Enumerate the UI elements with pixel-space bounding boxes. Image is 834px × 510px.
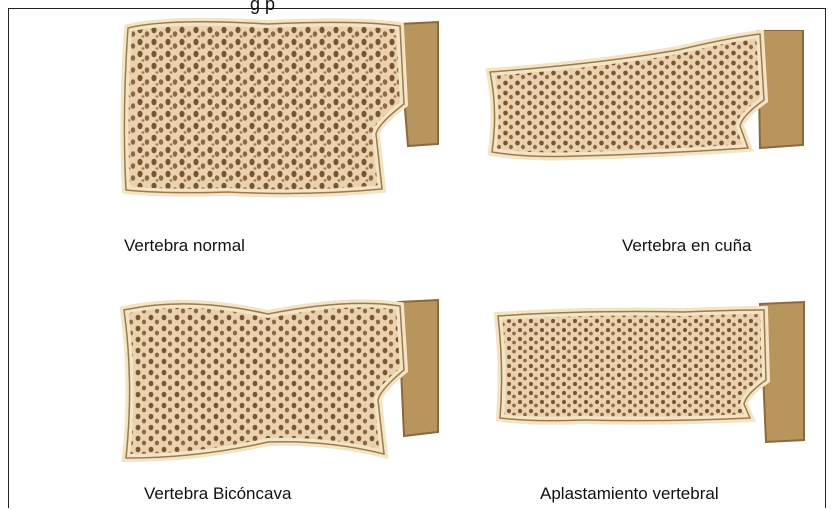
vertebra-normal-illustration: [108, 14, 443, 214]
label-vertebra-wedge: Vertebra en cuña: [622, 236, 751, 256]
label-vertebra-normal: Vertebra normal: [124, 236, 245, 256]
vertebra-wedge-illustration: [478, 30, 808, 175]
vertebra-wedge-svg: [478, 30, 808, 175]
vertebra-biconcave-illustration: [108, 292, 443, 472]
vertebra-crush-svg: [484, 300, 809, 450]
vertebra-normal-svg: [108, 14, 443, 214]
label-aplastamiento-vertebral: Aplastamiento vertebral: [540, 484, 719, 504]
label-vertebra-biconcave: Vertebra Bicóncava: [144, 484, 291, 504]
vertebra-crush-illustration: [484, 300, 809, 450]
vertebra-biconcave-svg: [108, 292, 443, 472]
cropped-title: g p: [250, 0, 275, 15]
